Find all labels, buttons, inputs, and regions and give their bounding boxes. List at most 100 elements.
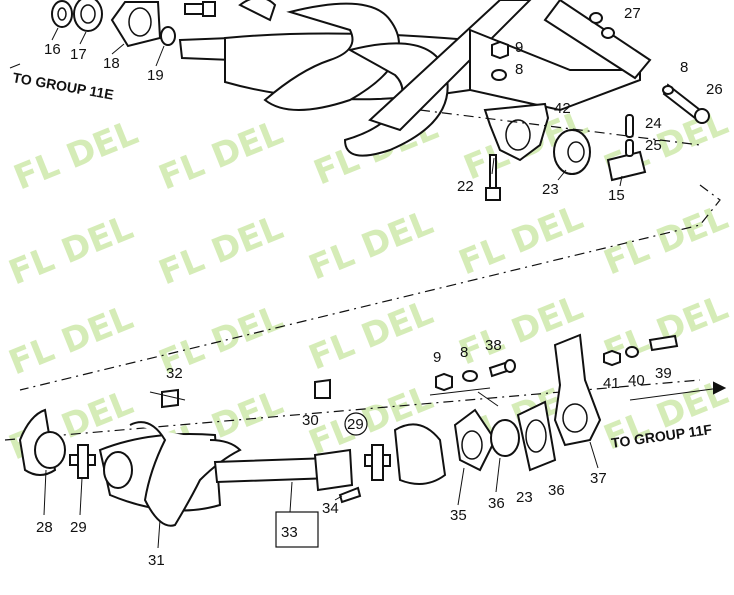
callout-42: 42: [554, 100, 571, 117]
callout-24: 24: [645, 115, 662, 132]
watermark-text: FL DEL: [153, 208, 288, 294]
leader-line: [495, 457, 501, 493]
grease-fitting-30: [314, 378, 331, 399]
frame-strap: [543, 0, 652, 80]
callout-29: 29: [70, 519, 87, 536]
watermark-text: FL DEL: [598, 198, 733, 284]
cross-29: [77, 444, 89, 479]
flange-plate-36: [516, 400, 557, 472]
leader-line: [557, 169, 567, 181]
callout-18: 18: [103, 55, 120, 72]
callout-41: 41: [603, 375, 620, 392]
callout-9: 9: [515, 39, 523, 56]
callout-9: 9: [433, 349, 441, 366]
washer-8: [662, 85, 674, 95]
support-arm-37: [553, 333, 602, 447]
washer: [589, 12, 603, 24]
arrow-head-icon: [713, 381, 727, 395]
auger-flight: [263, 2, 400, 111]
yoke-28-hub: [34, 431, 66, 469]
callout-labels: 16 17 18 19 27 9 8 8 26 42 24 25 22 23 1…: [36, 5, 723, 569]
callout-29: 29: [347, 416, 364, 433]
leader-line: [429, 387, 491, 396]
callout-35: 35: [450, 507, 467, 524]
auger-flight-edge: [238, 0, 277, 22]
callout-32: 32: [166, 365, 183, 382]
callout-box-33: [275, 511, 319, 548]
flange-35-bore: [461, 430, 483, 460]
pin-24: [625, 114, 634, 138]
callout-36: 36: [548, 482, 565, 499]
watermark-text: FL DEL: [303, 293, 438, 379]
callout-circle-29: [344, 412, 368, 436]
watermark-text: FL DEL: [453, 198, 588, 284]
pin-25: [625, 139, 634, 157]
auger-tube-31-end: [103, 451, 133, 489]
group-ref-arrow: [9, 63, 21, 69]
leader-line: [51, 27, 59, 41]
callout-leaders: [43, 27, 623, 549]
nut-9: [435, 372, 453, 392]
callout-27: 27: [624, 5, 641, 22]
callout-28: 28: [36, 519, 53, 536]
leader-line: [477, 391, 499, 407]
bolt-39: [648, 334, 679, 352]
callout-8: 8: [460, 344, 468, 361]
washer-16: [51, 0, 73, 28]
callout-38: 38: [485, 337, 502, 354]
callout-33: 33: [281, 524, 298, 541]
watermark-text: FL DEL: [153, 113, 288, 199]
bolt-head: [202, 1, 216, 17]
nut-41: [603, 349, 621, 367]
callout-39: 39: [655, 365, 672, 382]
leader-line: [589, 441, 599, 469]
group-ref-arrow: [629, 387, 721, 401]
leader-line: [149, 391, 186, 401]
leader-line: [334, 495, 343, 501]
cross-29: [371, 444, 384, 481]
lower-drive-assembly: [18, 333, 679, 548]
bolt-38-head: [504, 359, 516, 373]
callout-31: 31: [148, 552, 165, 569]
watermark-text: FL DEL: [3, 208, 138, 294]
callout-15: 15: [608, 187, 625, 204]
bolt-22: [489, 154, 497, 191]
drive-shaft-33: [213, 456, 334, 484]
callout-34: 34: [322, 500, 339, 517]
bracket-bore: [505, 119, 531, 151]
bearing-17: [73, 0, 103, 32]
leader-line: [157, 519, 161, 549]
callout-40: 40: [628, 372, 645, 389]
callout-30: 30: [302, 412, 319, 429]
leader-line: [155, 45, 165, 67]
callout-25: 25: [645, 137, 662, 154]
leader-line: [457, 467, 465, 506]
callout-8: 8: [680, 59, 688, 76]
centerline: [419, 109, 701, 146]
callout-17: 17: [70, 46, 87, 63]
leader-line: [79, 31, 87, 45]
flange-bore: [128, 7, 152, 37]
key-34: [338, 486, 362, 504]
washer-8: [491, 69, 507, 81]
washer-hole: [57, 7, 67, 21]
watermark-text: FL DEL: [303, 203, 438, 289]
bearing-race: [80, 4, 96, 24]
callout-23: 23: [516, 489, 533, 506]
watermark-text: FL DEL: [3, 298, 138, 384]
callout-22: 22: [457, 178, 474, 195]
leader-line: [491, 157, 495, 175]
leader-line: [289, 481, 293, 513]
washer-8: [462, 370, 478, 382]
callout-19: 19: [147, 67, 164, 84]
watermark-text: FL DEL: [8, 113, 143, 199]
collar-19: [160, 26, 176, 46]
frame-arm: [368, 0, 532, 132]
fitting-32: [161, 388, 179, 409]
shaft-coupling: [313, 448, 354, 492]
nut-9: [491, 40, 509, 60]
callout-23: 23: [542, 181, 559, 198]
auger-flight-31: [129, 421, 242, 527]
